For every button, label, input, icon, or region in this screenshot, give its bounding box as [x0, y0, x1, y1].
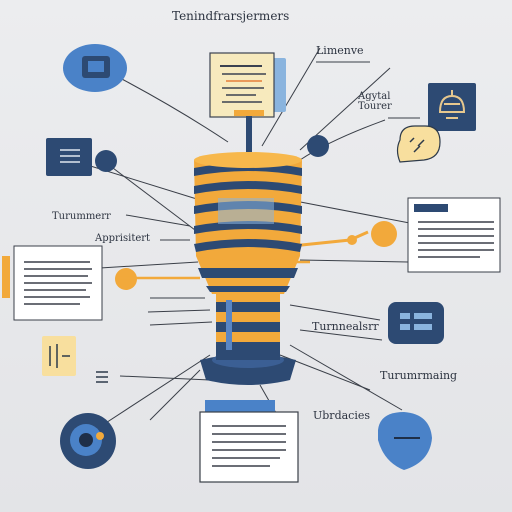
orange-marker-left — [2, 256, 10, 298]
document-left — [13, 245, 103, 321]
document-right — [407, 197, 501, 273]
speech-bubble-icon — [396, 125, 441, 163]
robot-icon — [428, 83, 476, 131]
server-stack — [194, 110, 302, 385]
label-turummerr: Turummerr — [52, 211, 111, 222]
diagram-title: Tenindfrarsjermers — [172, 9, 290, 23]
label-apprisitert: Apprisitert — [95, 233, 151, 244]
label-ubrdacies: Ubrdacies — [313, 409, 371, 422]
orange-connector-right — [120, 221, 397, 280]
small-lines-left — [96, 371, 108, 383]
label-limenve: Limenve — [316, 44, 364, 57]
node-dot-right — [307, 135, 329, 157]
chat-bubble-icon — [378, 412, 432, 470]
note-card-top — [209, 52, 286, 118]
document-bottom — [199, 400, 299, 483]
search-disc-icon — [60, 413, 116, 469]
node-dot-left — [95, 150, 117, 172]
sticky-note-left — [42, 336, 76, 376]
list-app-icon — [388, 302, 444, 344]
label-agytal: Agytal Tourer — [358, 92, 392, 112]
document-icon-left — [46, 138, 92, 176]
label-agytal-line1: Agytal — [358, 91, 391, 102]
label-turnnealsrr: Turnnealsrr — [312, 320, 379, 333]
label-turumrmaing: Turumrmaing — [380, 369, 458, 382]
monitor-icon — [63, 44, 127, 92]
label-agytal-line2: Tourer — [358, 101, 392, 112]
